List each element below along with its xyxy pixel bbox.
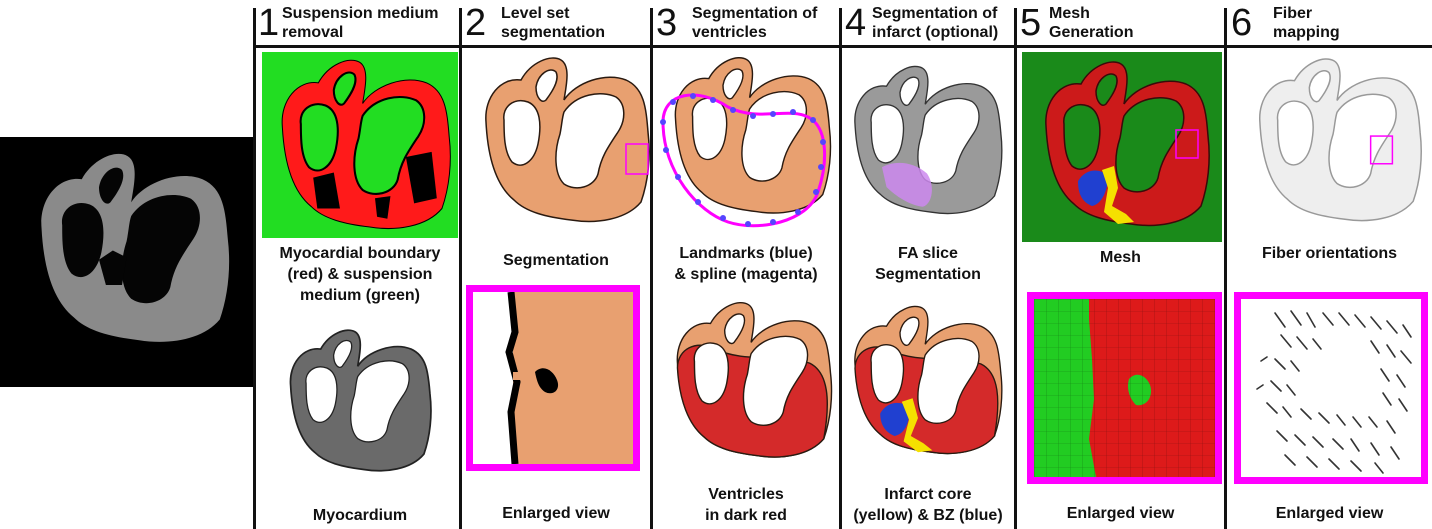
stage-4-number: 4 <box>845 2 867 44</box>
zoom-region-box <box>625 143 649 175</box>
stage-5-bottom-caption: Enlarged view <box>1066 505 1175 522</box>
stage-4-fa-slice-image <box>846 52 1008 232</box>
stage-1-myocardium-image <box>282 312 442 498</box>
stage-5-mesh-image <box>1022 52 1222 242</box>
stage-3-landmarks-image <box>658 52 838 232</box>
stage-3-ventricles-image <box>668 292 838 472</box>
stage-6-title: Fiber mapping <box>1273 5 1340 41</box>
stage-6-number: 6 <box>1231 2 1253 44</box>
stage-3-top-caption: Landmarks (blue) & spline (magenta) <box>674 245 818 283</box>
stage-4-title: Segmentation of infarct (optional) <box>872 5 999 41</box>
stage-1-title: Suspension medium removal <box>282 5 439 41</box>
stage-5-number: 5 <box>1020 2 1042 44</box>
stage-2-number: 2 <box>465 2 487 44</box>
stage-6-enlarged-view <box>1234 292 1428 484</box>
stage-6-top-caption: Fiber orientations <box>1261 245 1398 262</box>
column-divider-3 <box>650 8 653 529</box>
stage-2-bottom-caption: Enlarged view <box>502 505 610 522</box>
stage-1-top-caption: Myocardial boundary (red) & suspension m… <box>279 245 441 304</box>
stage-5-enlarged-view <box>1027 292 1222 484</box>
zoom-region-box <box>1369 135 1394 165</box>
zoom-region-box <box>1175 129 1199 159</box>
stage-5-title: Mesh Generation <box>1049 5 1134 41</box>
spline-curve <box>661 93 827 228</box>
stage-4-infarct-image <box>846 292 1008 472</box>
stage-5-top-caption: Mesh <box>1100 249 1141 266</box>
stage-1-boundary-image <box>262 52 458 238</box>
column-divider-5 <box>1014 8 1017 529</box>
stage-6-fiber-image <box>1250 52 1428 232</box>
stage-3-bottom-caption: Ventricles in dark red <box>705 486 787 524</box>
stage-2-top-caption: Segmentation <box>503 252 609 269</box>
stage-4-bottom-caption: Infarct core (yellow) & BZ (blue) <box>853 486 1003 524</box>
stage-2-segmentation-image <box>476 52 656 242</box>
stage-3-title: Segmentation of ventricles <box>692 5 818 41</box>
stage-1-number: 1 <box>258 2 280 44</box>
stage-2-title: Level set segmentation <box>501 5 606 41</box>
stage-2-enlarged-view <box>466 285 640 471</box>
column-divider-4 <box>839 8 842 529</box>
stage-6-bottom-caption: Enlarged view <box>1275 505 1384 522</box>
stage-4-top-caption: FA slice Segmentation <box>875 245 981 283</box>
column-divider-6 <box>1224 8 1227 529</box>
stage-1-bottom-caption: Myocardium <box>312 507 408 524</box>
stage-3-number: 3 <box>656 2 678 44</box>
input-mri-slice <box>0 137 253 387</box>
header-divider <box>253 45 1432 48</box>
column-divider-2 <box>459 8 462 529</box>
column-divider-1 <box>253 8 256 529</box>
